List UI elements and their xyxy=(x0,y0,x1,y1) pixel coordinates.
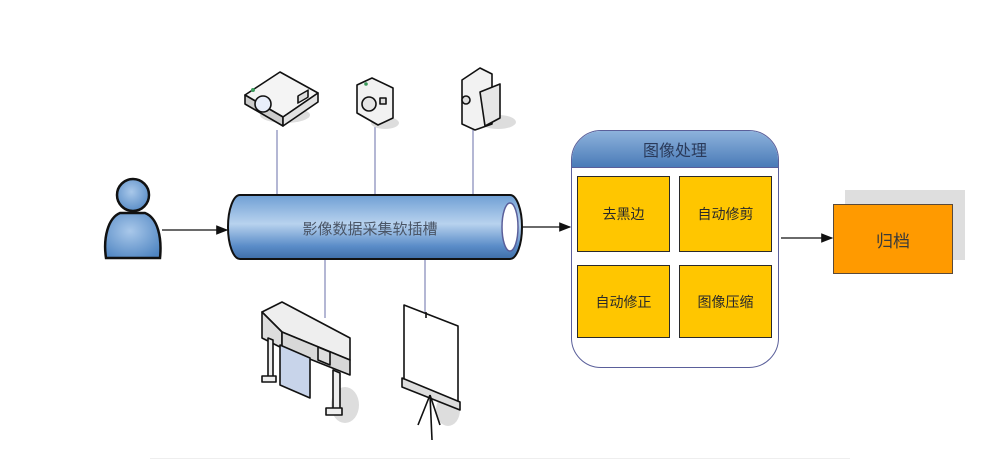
step-auto-correct: 自动修正 xyxy=(577,265,670,338)
step-image-compress: 图像压缩 xyxy=(679,265,772,338)
user-icon xyxy=(103,177,162,260)
video-camera-icon xyxy=(461,67,516,131)
footer-divider xyxy=(150,458,850,459)
archive-box: 归档 xyxy=(833,204,953,274)
pipe-shape xyxy=(227,194,523,260)
image-processing-title: 图像处理 xyxy=(572,131,778,168)
projector-icon xyxy=(244,71,319,127)
camera-icon xyxy=(356,77,399,129)
connector-lines xyxy=(276,127,474,318)
pipe-label: 影像数据采集软插槽 xyxy=(302,220,438,238)
plotter-printer-icon xyxy=(261,301,359,423)
step-auto-crop: 自动修剪 xyxy=(679,176,772,252)
step-remove-black-border: 去黑边 xyxy=(577,176,670,252)
projection-screen-icon xyxy=(401,304,461,441)
